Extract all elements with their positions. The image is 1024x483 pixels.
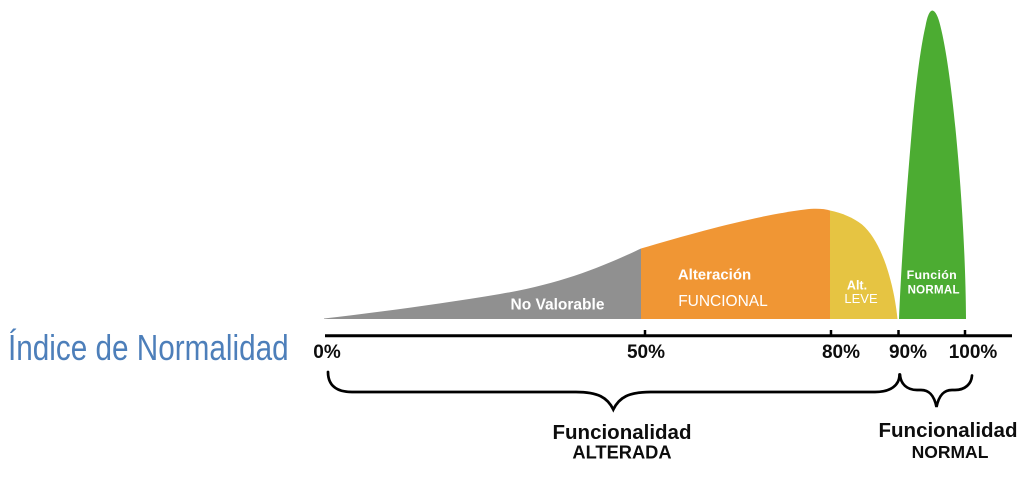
svg-text:100%: 100% xyxy=(949,342,998,363)
svg-text:NORMAL: NORMAL xyxy=(908,285,960,297)
svg-text:Alt.: Alt. xyxy=(847,279,867,293)
svg-text:50%: 50% xyxy=(627,342,665,363)
svg-text:NORMAL: NORMAL xyxy=(912,442,989,462)
svg-text:Alteración: Alteración xyxy=(678,266,751,283)
svg-text:Funcionalidad: Funcionalidad xyxy=(553,421,692,444)
svg-text:FUNCIONAL: FUNCIONAL xyxy=(678,293,768,310)
svg-text:No Valorable: No Valorable xyxy=(511,296,605,313)
svg-text:80%: 80% xyxy=(822,342,860,363)
svg-text:LEVE: LEVE xyxy=(844,291,878,306)
svg-text:Índice de Normalidad: Índice de Normalidad xyxy=(8,327,289,367)
svg-text:Función: Función xyxy=(907,268,957,282)
svg-text:0%: 0% xyxy=(313,342,341,363)
svg-text:ALTERADA: ALTERADA xyxy=(572,441,671,462)
svg-text:90%: 90% xyxy=(889,342,927,363)
svg-text:Funcionalidad: Funcionalidad xyxy=(879,419,1018,442)
